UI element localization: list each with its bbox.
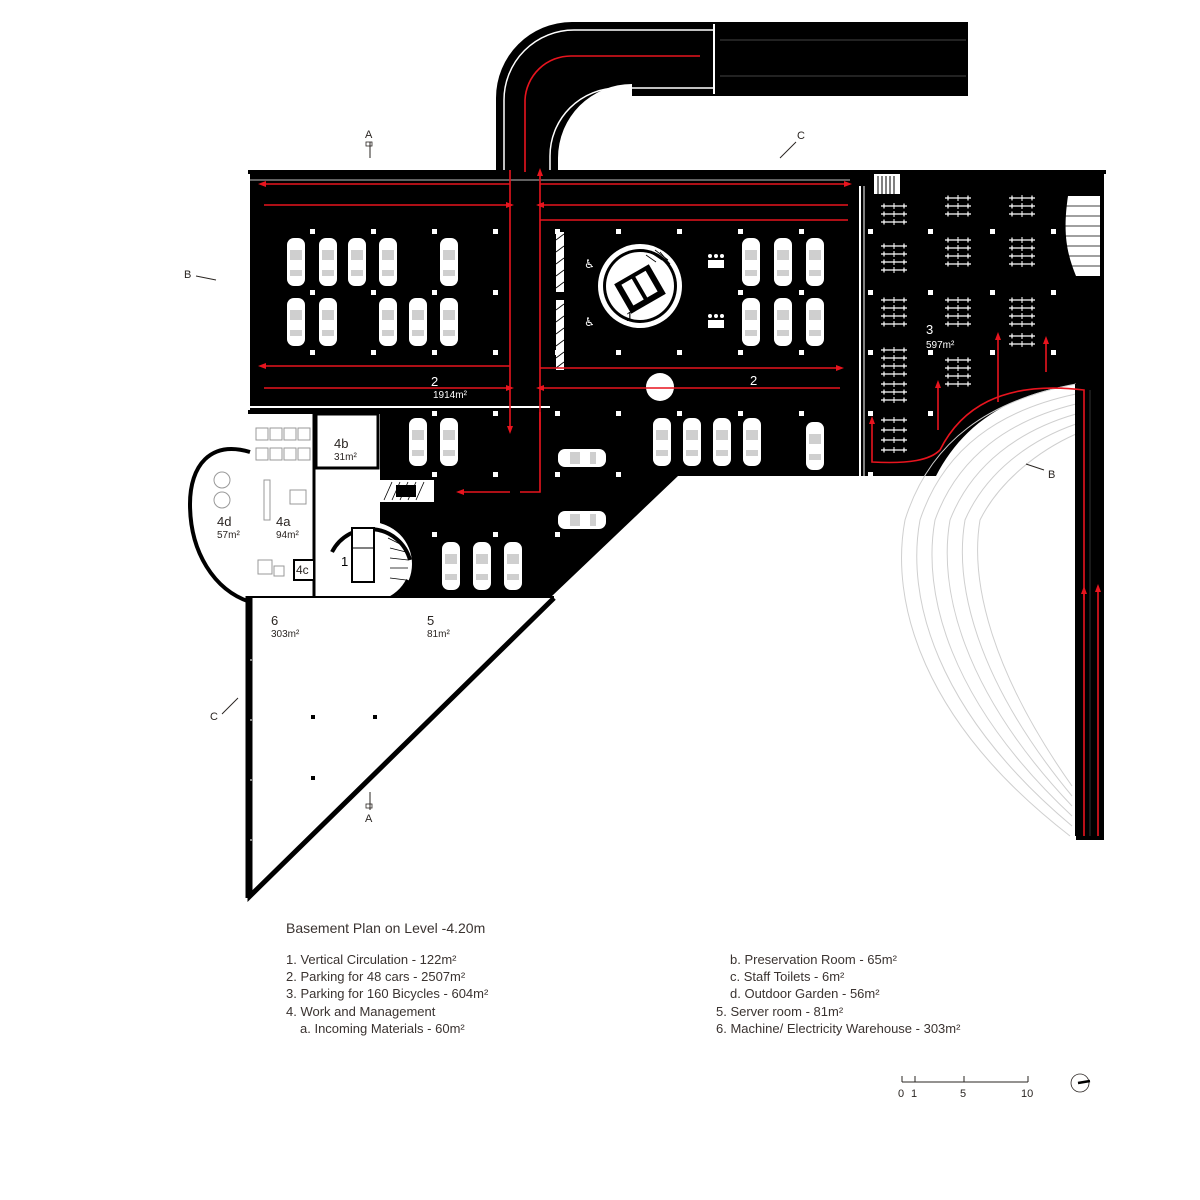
- section-b-left-label: B: [184, 269, 191, 281]
- legend-left-column: 1. Vertical Circulation - 122m² 2. Parki…: [286, 951, 488, 1037]
- vehicle-circulation-arrows: [258, 55, 1101, 836]
- legend-item: 2. Parking for 48 cars - 2507m²: [286, 969, 466, 985]
- legend-right-column: b. Preservation Room - 65m² c. Staff Toi…: [716, 951, 960, 1037]
- room-label-6: 6: [271, 613, 278, 628]
- legend-item: b. Preservation Room - 65m²: [730, 952, 897, 967]
- section-markers: A A B B C C: [184, 129, 1055, 825]
- room-area-2-left: 1914m²: [433, 390, 468, 401]
- scale-bar: 0 1 5 10: [898, 1076, 1033, 1100]
- room-area-5: 81m²: [427, 629, 450, 640]
- room-label-4d: 4d: [217, 514, 231, 529]
- room-label-2-left: 2: [431, 374, 438, 389]
- parking-floor: [248, 170, 1106, 840]
- legend-item: d. Outdoor Garden - 56m²: [730, 986, 880, 1002]
- legend-item: 1. Vertical Circulation - 122m²: [286, 952, 457, 967]
- plan-title: Basement Plan on Level -4.20m: [286, 920, 486, 936]
- section-b-right-label: B: [1048, 469, 1055, 481]
- legend-item: 6. Machine/ Electricity Warehouse - 303m…: [716, 1020, 961, 1036]
- room-area-6: 303m²: [271, 629, 300, 640]
- room-label-5: 5: [427, 613, 434, 628]
- bike-stair: [1064, 196, 1100, 276]
- room-label-4a: 4a: [276, 514, 291, 529]
- scale-label-0: 0: [898, 1088, 904, 1100]
- room-label-3: 3: [926, 322, 933, 337]
- scale-label-1: 1: [911, 1088, 917, 1100]
- entrance-ramp: [496, 22, 968, 172]
- central-stair-core: ♿ ♿: [555, 232, 724, 401]
- room-label-4c: 4c: [296, 563, 309, 577]
- room-label-1-main: 1: [626, 309, 633, 324]
- scale-label-10: 10: [1021, 1088, 1033, 1100]
- north-arrow-icon: [1070, 1073, 1091, 1093]
- legend-item: 4. Work and Management: [286, 1003, 436, 1019]
- legend-item: 3. Parking for 160 Bicycles - 604m²: [286, 986, 489, 1002]
- room-label-1-small: 1: [341, 554, 348, 569]
- room-area-4b: 31m²: [334, 452, 357, 463]
- legend-item: c. Staff Toilets - 6m²: [730, 969, 845, 985]
- room-label-2-right: 2: [750, 373, 757, 388]
- scale-label-5: 5: [960, 1088, 966, 1100]
- svg-text:♿: ♿: [584, 257, 595, 271]
- service-wing: [187, 410, 556, 902]
- section-a-top-label: A: [365, 129, 373, 141]
- room-area-4a: 94m²: [276, 530, 299, 541]
- legend-item: 5. Server room - 81m²: [716, 1003, 844, 1019]
- room-labels: 1 1 2 1914m² 2 3 597m² 4a 94m² 4b 31m² 4…: [217, 309, 955, 640]
- section-c-top-label: C: [797, 130, 805, 142]
- legend-item: a. Incoming Materials - 60m²: [300, 1020, 465, 1036]
- room-area-3: 597m²: [926, 340, 955, 351]
- curved-terrace: [901, 383, 1077, 837]
- section-a-bottom-label: A: [365, 813, 373, 825]
- section-c-left-label: C: [210, 711, 218, 723]
- room-label-4b: 4b: [334, 436, 348, 451]
- svg-text:♿: ♿: [584, 315, 595, 329]
- room-area-4d: 57m²: [217, 530, 240, 541]
